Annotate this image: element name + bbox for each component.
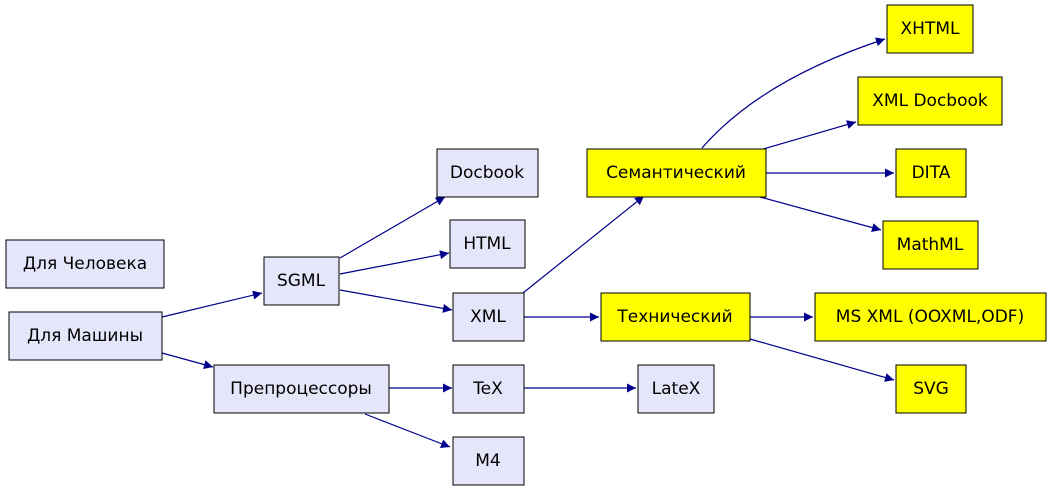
node-xhtml: XHTML [886,4,974,54]
node-docbook: Docbook [436,148,539,198]
node-xml-docbook: XML Docbook [857,76,1003,126]
node-tex-label: TeX [472,379,503,399]
edge-preprocessors-to-m4 [364,413,451,448]
edges-layer [161,37,895,448]
node-xml-label: XML [470,307,506,327]
edge-semantic-to-xhtml [701,37,886,149]
node-m4-label: M4 [475,451,500,471]
node-html-label: HTML [463,234,511,254]
node-sgml: SGML [263,256,340,306]
edge-sgml-to-xml [339,289,453,313]
edge-semantic-to-mathml [759,196,882,232]
node-human-label: Для Человека [23,254,147,274]
node-latex-label: LateX [652,379,701,399]
edge-technical-to-svg [749,338,895,382]
node-tex: TeX [452,364,525,414]
node-preprocessors-label: Препроцессоры [230,379,372,399]
node-human: Для Человека [5,239,165,289]
node-semantic: Семантический [586,148,767,198]
node-xml: XML [452,292,525,342]
edge-sgml-to-html [339,250,450,275]
node-xml-docbook-label: XML Docbook [872,91,988,111]
node-preprocessors: Препроцессоры [213,364,390,414]
node-mathml: MathML [882,220,979,270]
nodes-layer: Для Человека Для Машины SGML Препроцессо… [5,4,1047,486]
node-sgml-label: SGML [277,271,326,291]
node-machine: Для Машины [8,311,163,361]
edge-machine-to-preprocessors [161,352,214,369]
node-dita: DITA [895,148,967,198]
node-docbook-label: Docbook [450,163,524,183]
node-xhtml-label: XHTML [901,19,960,39]
edge-xml-to-semantic [522,195,645,294]
node-svg: SVG [895,364,967,414]
node-dita-label: DITA [912,163,951,183]
edge-machine-to-sgml [161,290,263,318]
node-ms-xml-label: MS XML (OOXML,ODF) [836,307,1024,327]
node-m4: M4 [452,436,525,486]
node-mathml-label: MathML [897,235,964,255]
node-technical-label: Технический [616,307,732,327]
edge-sgml-to-docbook [339,196,446,259]
node-latex: LateX [637,364,715,414]
node-svg-label: SVG [913,379,949,399]
node-machine-label: Для Машины [27,326,143,346]
node-html: HTML [449,219,526,269]
node-ms-xml: MS XML (OOXML,ODF) [814,292,1047,342]
edge-semantic-to-xml-docbook [759,120,857,151]
node-semantic-label: Семантический [606,163,746,183]
node-technical: Технический [600,292,751,342]
